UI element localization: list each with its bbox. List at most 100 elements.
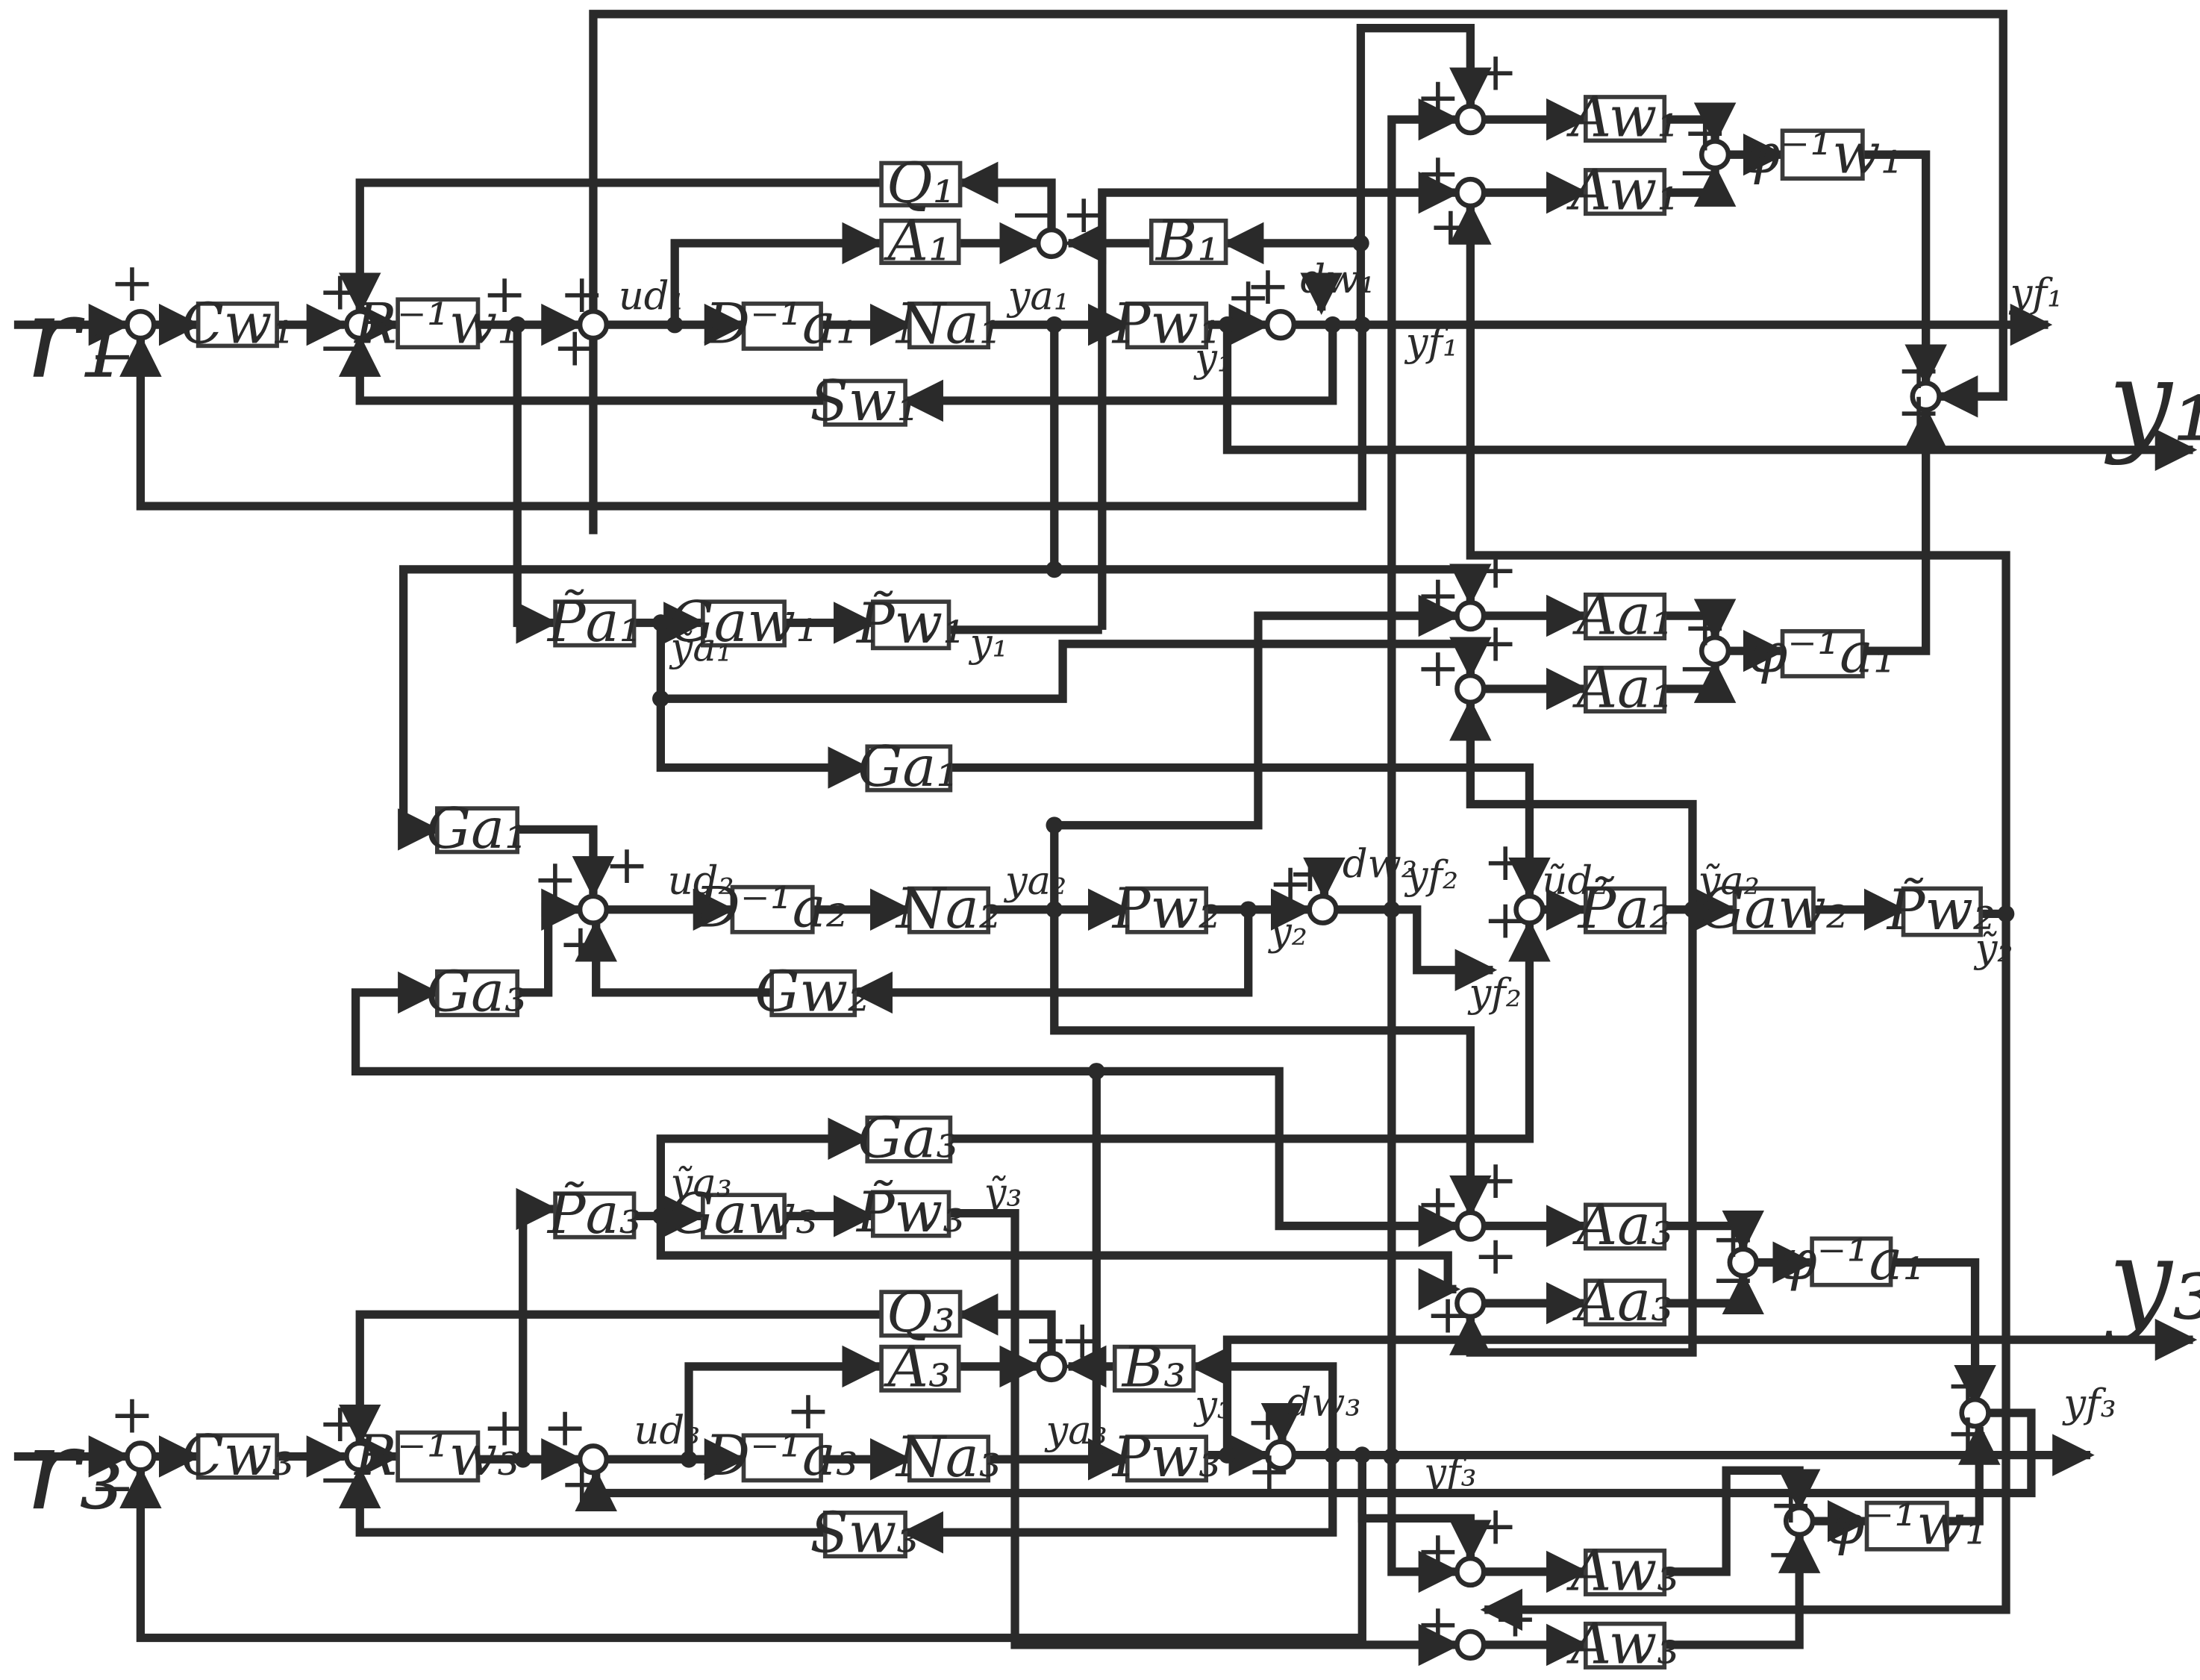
- block-a-a3-top-label: Aa₃: [1572, 1192, 1674, 1258]
- sign-plus: +: [1428, 196, 1473, 257]
- sign-plus: +: [1946, 1354, 1990, 1416]
- block-s-w3-label: Sw₃: [810, 1500, 919, 1566]
- sign-minus: −: [1710, 1249, 1755, 1311]
- block-g-a3-mid: Ga₃: [857, 1105, 958, 1170]
- summing-junction: [1454, 103, 1487, 136]
- signal-u-d2: ud₂: [668, 858, 734, 904]
- summing-junction: [1454, 599, 1487, 632]
- block-r-w1: R⁻¹w₁: [353, 291, 519, 357]
- sign-minus: −: [318, 316, 363, 378]
- sign-plus: +: [552, 316, 597, 378]
- sign-minus: −: [90, 325, 135, 387]
- summing-junction: [1699, 139, 1731, 171]
- sign-plus: +: [482, 1396, 527, 1458]
- sign-plus: +: [1416, 637, 1460, 699]
- block-g-a1-left-label: Ga₁: [426, 796, 527, 861]
- summing-junction: [1307, 893, 1339, 925]
- block-n-a2: Na₂: [895, 875, 1001, 941]
- block-a-a3-top: Aa₃: [1572, 1192, 1674, 1258]
- summing-junction: [577, 308, 610, 341]
- block-b-1: B₁: [1149, 207, 1228, 273]
- block-p-w2: Pw₂: [1111, 875, 1221, 941]
- block-pt-a1-label: P̃a₁: [546, 589, 642, 655]
- sign-plus: +: [604, 834, 649, 896]
- signal-y-a2: ya₂: [1004, 858, 1066, 904]
- sign-plus: +: [1416, 142, 1460, 204]
- block-q-3-label: Q₃: [887, 1279, 955, 1345]
- sign-plus: +: [1473, 41, 1518, 103]
- junction-dot: [1087, 1450, 1105, 1468]
- summing-junction: [577, 893, 610, 925]
- signal-yt-3: ỹ₃: [983, 1170, 1022, 1216]
- block-pt-a3: P̃a₃: [546, 1181, 642, 1246]
- block-pt-w1-label: P̃w₁: [855, 590, 965, 656]
- signal-u-d3: ud₃: [634, 1408, 701, 1454]
- block-p-w3: Pw₃: [1111, 1424, 1221, 1490]
- block-phi-a1-mid: φ⁻¹a₁: [1778, 1227, 1925, 1293]
- signal-yt-a1: ỹa₁: [669, 625, 732, 670]
- block-c-w3: Cw₃: [181, 1423, 294, 1488]
- summing-junction: [1264, 308, 1297, 341]
- signal-u-d1: ud₁: [619, 273, 685, 319]
- block-a-w3-top-label: Aw₃: [1566, 1537, 1680, 1603]
- summing-junction: [1783, 1505, 1816, 1537]
- block-a-a1-top: Aa₁: [1572, 582, 1674, 648]
- sign-plus: +: [533, 848, 578, 910]
- junction-dot: [680, 1450, 698, 1468]
- sign-plus: +: [1473, 1494, 1518, 1556]
- junction-dot: [1383, 901, 1401, 919]
- summing-junction: [1454, 672, 1487, 705]
- sign-plus: +: [1473, 1149, 1518, 1211]
- signal-y-f3: yf₃: [1422, 1450, 1476, 1496]
- block-a-a1-bot-label: Aa₁: [1572, 655, 1674, 720]
- block-pt-w2-label: P̃w₂: [1886, 877, 1996, 943]
- sign-plus: +: [543, 1396, 587, 1458]
- sign-minus: −: [318, 1448, 363, 1510]
- sign-minus: −: [1023, 1309, 1068, 1371]
- signal-ut-d2: ũd₂: [1542, 858, 1608, 904]
- block-g-aw1: Gaw₁: [669, 589, 819, 655]
- sign-plus: +: [1268, 852, 1313, 914]
- block-g-a3-mid-label: Ga₃: [857, 1105, 958, 1170]
- signal-y-3: y₃: [1193, 1383, 1233, 1428]
- sign-plus: +: [1483, 888, 1528, 950]
- block-a-1-label: A₁: [884, 207, 951, 273]
- signal-d-w1: dw₁: [1300, 257, 1375, 302]
- junction-dot: [1354, 1446, 1371, 1464]
- block-n-a1-label: Na₁: [895, 291, 1001, 357]
- block-g-a3-left-label: Ga₃: [426, 958, 527, 1024]
- block-p-w2-label: Pw₂: [1111, 875, 1221, 941]
- block-g-aw3-label: Gaw₃: [669, 1181, 819, 1246]
- block-phi-a1-top-label: φ⁻¹a₁: [1748, 619, 1896, 685]
- block-q-1-label: Q₁: [887, 150, 955, 216]
- junction-dot: [1684, 901, 1701, 919]
- sign-plus: +: [482, 263, 527, 325]
- summing-junction: [1454, 1555, 1487, 1588]
- block-r-w3-label: R⁻¹w₃: [353, 1423, 519, 1488]
- junction-dot: [1352, 234, 1369, 252]
- block-a-w1-bot: Aw₁: [1566, 157, 1680, 223]
- block-g-w2: Gw₂: [754, 958, 870, 1024]
- sign-plus: +: [1473, 1225, 1518, 1287]
- block-g-aw1-label: Gaw₁: [669, 589, 819, 655]
- signal-yt-a3: ỹa₃: [669, 1161, 732, 1206]
- sign-plus: +: [1769, 1473, 1813, 1535]
- block-b-3-label: B₃: [1121, 1334, 1187, 1399]
- summing-junction: [344, 1440, 376, 1473]
- sign-plus: +: [1416, 1593, 1460, 1655]
- block-p-w3-label: Pw₃: [1111, 1424, 1221, 1490]
- block-a-a3-bot: Aa₃: [1572, 1268, 1674, 1334]
- sign-plus: +: [1683, 102, 1728, 163]
- summing-junction: [1454, 1287, 1487, 1320]
- block-a-w3-top: Aw₃: [1566, 1537, 1680, 1603]
- sign-plus: +: [1247, 1440, 1292, 1502]
- junction-dot: [508, 316, 526, 334]
- sign-marks: + − + − + + + + + − + + + + + + − + + + …: [90, 41, 1990, 1655]
- block-g-aw3: Gaw₃: [669, 1181, 819, 1246]
- block-d-a1-label: D⁻¹a₁: [704, 291, 858, 357]
- block-a-w1-top: Aw₁: [1566, 84, 1680, 150]
- signal-y-1: y₁: [1193, 335, 1233, 381]
- junction-dot: [1354, 316, 1371, 334]
- sign-plus: +: [1416, 563, 1460, 625]
